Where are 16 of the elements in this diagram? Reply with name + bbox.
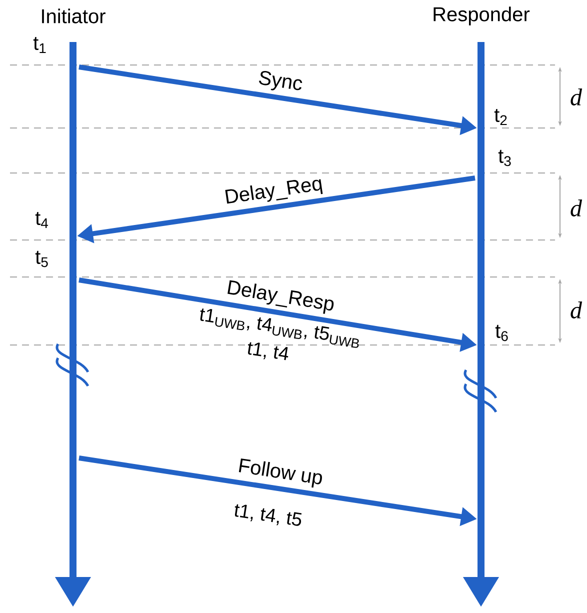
timestamp-label: t$_{4}$ <box>35 212 48 228</box>
timestamp-label: t$_{5}$ <box>35 250 48 268</box>
dimension-label: d <box>570 200 582 216</box>
timestamp-label: t$_{6}$ <box>495 324 508 342</box>
edge-label: Delay_Req <box>225 179 323 204</box>
edge-label: Sync <box>259 71 302 90</box>
timestamp-list: t1, t4, t5 <box>234 504 302 526</box>
timestamp-label: t$_{1}$ <box>33 36 46 54</box>
edge-label: Follow up <box>238 458 322 488</box>
timestamp-label: t$_{3}$ <box>498 150 511 166</box>
node-label: Responder <box>434 6 530 26</box>
dimension-label: d <box>570 302 582 318</box>
timestamp-label: t$_{2}$ <box>494 108 507 126</box>
node-label: Initiator <box>42 8 106 24</box>
dimension-label: d <box>570 88 582 106</box>
timestamp-list: t1, t4 <box>248 342 288 360</box>
